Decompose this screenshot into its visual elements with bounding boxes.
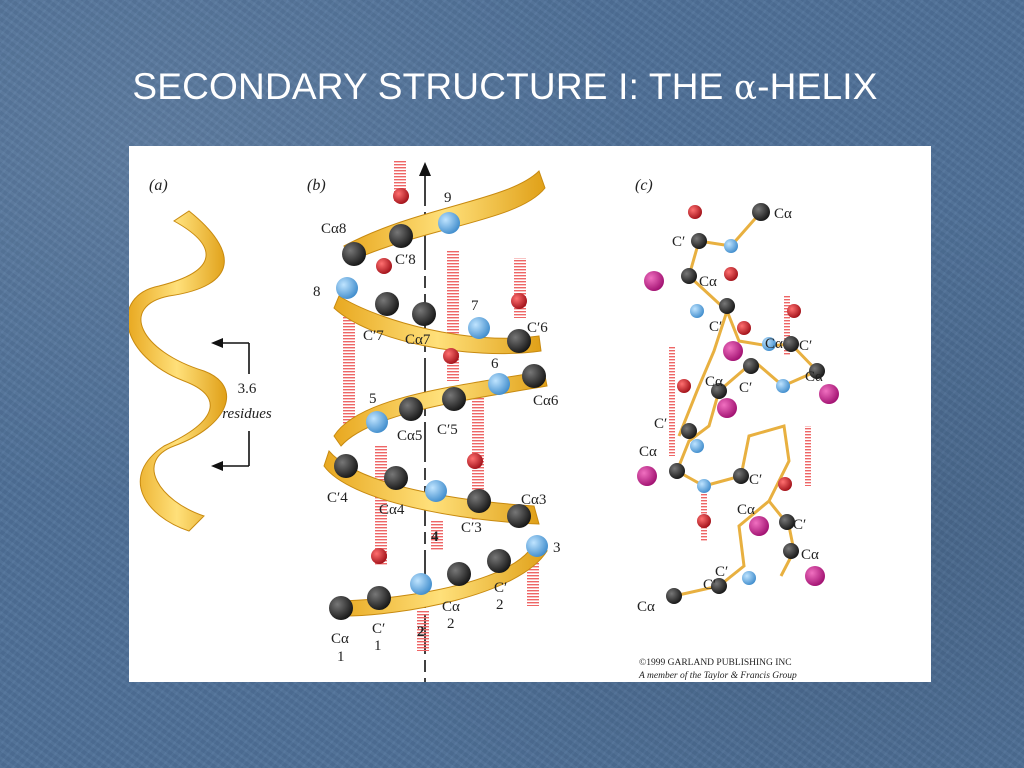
label-cp2a: C′ bbox=[494, 580, 507, 596]
helix-ribbon-a bbox=[129, 210, 227, 532]
label-c-cp-b: C′ bbox=[709, 319, 722, 335]
panel-c-backbone bbox=[673, 211, 820, 598]
label-c-ca-c: Cα bbox=[805, 369, 823, 385]
label-ca6: Cα6 bbox=[533, 393, 559, 409]
label-ca5: Cα5 bbox=[397, 428, 422, 444]
label-ca1b: 1 bbox=[337, 649, 345, 665]
label-c-ca-g: Cα bbox=[801, 547, 819, 563]
slide-title: SECONDARY STRUCTURE I: THE α-HELIX bbox=[0, 66, 1010, 108]
label-n8: 8 bbox=[313, 284, 321, 300]
panel-c-atoms bbox=[637, 203, 839, 604]
label-cp2b: 2 bbox=[496, 597, 504, 613]
label-ca3: Cα3 bbox=[521, 492, 546, 508]
alpha-helix-figure: (a) 3.6 residues (b) bbox=[129, 146, 931, 682]
period-unit: residues bbox=[222, 406, 272, 422]
label-c-cp-a: C′ bbox=[672, 234, 685, 250]
title-prefix: SECONDARY STRUCTURE I: THE bbox=[132, 66, 734, 107]
label-n2: 2 bbox=[417, 624, 425, 640]
panel-b-atoms bbox=[329, 188, 548, 620]
label-n3: 3 bbox=[553, 540, 561, 556]
label-cp6: C′6 bbox=[527, 320, 548, 336]
label-c-cp-h: C′ bbox=[703, 577, 716, 593]
label-cp1b: 1 bbox=[374, 638, 382, 654]
label-ca4: Cα4 bbox=[379, 502, 405, 518]
label-c-ca-f: Cα bbox=[737, 502, 755, 518]
label-ca2a: Cα bbox=[442, 599, 460, 615]
label-ca2b: 2 bbox=[447, 616, 455, 632]
label-c-ca-a: Cα bbox=[699, 274, 717, 290]
label-c-cp-c: C′ bbox=[799, 338, 812, 354]
label-ca1a: Cα bbox=[331, 631, 349, 647]
panel-c-hbonds bbox=[669, 296, 811, 541]
panel-b-label: (b) bbox=[307, 177, 326, 194]
label-c-ca-bottom: Cα bbox=[637, 599, 655, 615]
period-value: 3.6 bbox=[238, 381, 257, 397]
label-ca8: Cα8 bbox=[321, 221, 346, 237]
period-bracket bbox=[211, 338, 250, 471]
label-c-ca-e: Cα bbox=[639, 444, 657, 460]
panel-a-label: (a) bbox=[149, 177, 168, 194]
label-c-ca-top: Cα bbox=[774, 206, 792, 222]
label-c-cp-f: C′ bbox=[749, 472, 762, 488]
panel-a-ribbon bbox=[129, 210, 227, 532]
panel-c-label: (c) bbox=[635, 177, 653, 194]
label-n5: 5 bbox=[369, 391, 377, 407]
label-c-ca-b: Cα bbox=[765, 336, 783, 352]
label-n7: 7 bbox=[471, 298, 479, 314]
label-cp4: C′4 bbox=[327, 490, 348, 506]
title-greek: α bbox=[733, 68, 758, 108]
label-n4: 4 bbox=[431, 529, 439, 545]
label-cp3: C′3 bbox=[461, 520, 482, 536]
label-cp1a: C′ bbox=[372, 621, 385, 637]
label-ca7: Cα7 bbox=[405, 332, 431, 348]
label-cp8: C′8 bbox=[395, 252, 416, 268]
label-c-cp-g: C′ bbox=[793, 517, 806, 533]
copyright-line1: ©1999 GARLAND PUBLISHING INC bbox=[639, 657, 792, 668]
label-c-cp-i: C′ bbox=[715, 564, 728, 580]
label-c-cp-e: C′ bbox=[654, 416, 667, 432]
label-n9: 9 bbox=[444, 190, 452, 206]
title-suffix: -HELIX bbox=[757, 66, 878, 107]
label-c-ca-d: Cα bbox=[705, 374, 723, 390]
label-cp7: C′7 bbox=[363, 328, 384, 344]
label-c-cp-d: C′ bbox=[739, 380, 752, 396]
label-cp5: C′5 bbox=[437, 422, 458, 438]
label-n6: 6 bbox=[491, 356, 499, 372]
figure-svg: (a) 3.6 residues (b) bbox=[129, 161, 839, 682]
copyright-line2: A member of the Taylor & Francis Group bbox=[638, 670, 797, 681]
